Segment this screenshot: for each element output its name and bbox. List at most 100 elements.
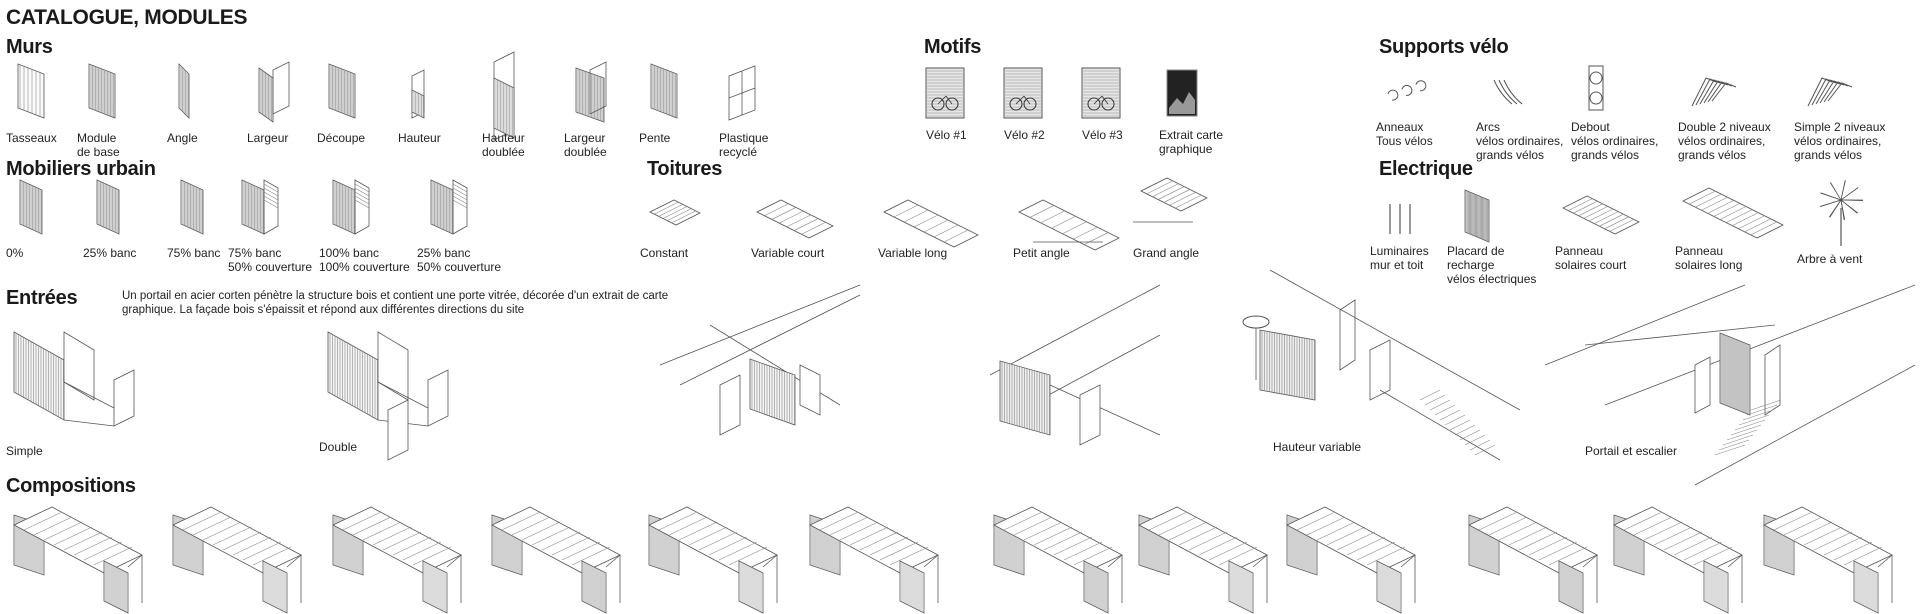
- electric-module-drawing: [1682, 187, 1784, 239]
- motif-drawing: [1081, 67, 1121, 119]
- motif-drawing: [1003, 67, 1043, 119]
- urban-furniture-drawing: [19, 179, 43, 235]
- electric-module-label: Panneau solaires long: [1675, 244, 1743, 272]
- bike-support-label: Debout vélos ordinaires, grands vélos: [1571, 120, 1659, 162]
- entree-site-drawing: [989, 284, 1161, 446]
- roof-drawing: [1018, 199, 1120, 251]
- urban-furniture-label: 0%: [6, 246, 24, 260]
- composition-drawing: [809, 506, 939, 614]
- urban-furniture-drawing: [241, 179, 279, 235]
- composition-drawing: [993, 506, 1123, 614]
- roof-drawing: [883, 199, 979, 248]
- wall-module-drawing: [17, 63, 45, 119]
- roof-label: Petit angle: [1013, 246, 1070, 260]
- wall-module-label: Tasseaux: [6, 131, 57, 145]
- composition-drawing: [13, 506, 143, 614]
- electric-module-label: Placard de recharge vélos électriques: [1447, 244, 1537, 286]
- entrees-description: Un portail en acier corten pénètre la st…: [122, 290, 669, 316]
- urban-furniture-label: 25% banc: [83, 246, 137, 260]
- composition-drawing: [491, 506, 621, 614]
- wall-module-drawing: [650, 63, 678, 119]
- roof-label: Grand angle: [1133, 246, 1200, 260]
- urban-furniture-label: 75% banc: [167, 246, 221, 260]
- composition-drawing: [1468, 506, 1598, 614]
- electric-module-label: Panneau solaires court: [1555, 244, 1627, 272]
- composition-drawing: [1286, 506, 1416, 614]
- urban-furniture-label: 100% banc 100% couverture: [319, 246, 410, 274]
- composition-drawing: [1138, 506, 1268, 614]
- bike-support-drawing: [1807, 77, 1853, 107]
- entree-label: Simple: [6, 444, 43, 458]
- composition-drawing: [1763, 506, 1893, 614]
- composition-drawing: [648, 506, 778, 614]
- urban-furniture-drawing: [332, 179, 370, 235]
- page-title: CATALOGUE, MODULES: [6, 6, 248, 29]
- wall-module-drawing: [728, 65, 756, 121]
- wall-module-label: Hauteur: [398, 131, 441, 145]
- section-heading-electrique: Electrique: [1379, 158, 1473, 180]
- bike-support-label: Double 2 niveaux vélos ordinaires, grand…: [1678, 120, 1771, 162]
- bike-support-label: Arcs vélos ordinaires, grands vélos: [1476, 120, 1564, 162]
- motif-label: Extrait carte graphique: [1159, 128, 1224, 156]
- wall-module-drawing: [575, 61, 607, 123]
- wall-module-label: Découpe: [317, 131, 366, 145]
- urban-furniture-label: 25% banc 50% couverture: [417, 246, 502, 274]
- roof-drawing: [756, 199, 834, 239]
- section-heading-compositions: Compositions: [6, 475, 136, 497]
- bike-support-drawing: [1493, 79, 1523, 105]
- section-heading-entrees: Entrées: [6, 287, 78, 309]
- urban-furniture-drawing: [430, 179, 468, 235]
- wall-module-drawing: [178, 63, 190, 119]
- entree-label: Hauteur variable: [1273, 440, 1362, 454]
- roof-drawing: [1133, 177, 1208, 223]
- wall-module-label: Largeur: [247, 131, 289, 145]
- motif-label: Vélo #3: [1082, 128, 1123, 142]
- urban-furniture-drawing: [180, 179, 204, 235]
- roof-label: Constant: [640, 246, 689, 260]
- motif-label: Vélo #2: [1004, 128, 1045, 142]
- section-heading-supports-velo: Supports vélo: [1379, 36, 1509, 58]
- roof-label: Variable court: [751, 246, 825, 260]
- electric-module-drawing: [1464, 189, 1490, 243]
- entree-site-drawing: [659, 284, 861, 436]
- section-heading-motifs: Motifs: [924, 36, 982, 58]
- wall-module-label: Plastique recyclé: [719, 131, 769, 159]
- wall-module-label: Module de base: [77, 131, 120, 159]
- motif-drawing: [1166, 69, 1198, 117]
- wall-module-drawing: [328, 63, 356, 119]
- electric-module-label: Arbre à vent: [1797, 252, 1863, 266]
- urban-furniture-drawing: [96, 179, 120, 235]
- wall-module-label: Hauteur doublée: [482, 131, 525, 159]
- section-heading-murs: Murs: [6, 36, 53, 58]
- entree-simple-drawing: [13, 331, 135, 427]
- wall-module-drawing: [88, 63, 116, 119]
- bike-support-drawing: [1387, 80, 1427, 101]
- entree-double-drawing: [327, 331, 449, 461]
- composition-drawing: [332, 506, 462, 614]
- entree-label: Portail et escalier: [1585, 444, 1678, 458]
- bike-support-drawing: [1588, 65, 1604, 111]
- electric-module-drawing: [1389, 204, 1411, 234]
- urban-furniture-label: 75% banc 50% couverture: [228, 246, 313, 274]
- composition-drawing: [1613, 506, 1743, 614]
- composition-drawing: [172, 506, 302, 614]
- wall-module-drawing: [493, 51, 515, 141]
- electric-module-drawing: [1562, 195, 1640, 235]
- electric-module-drawing: [1820, 180, 1864, 246]
- wall-module-drawing: [411, 69, 425, 119]
- wall-module-label: Angle: [167, 131, 198, 145]
- roof-label: Variable long: [878, 246, 948, 260]
- bike-support-label: Simple 2 niveaux vélos ordinaires, grand…: [1794, 120, 1886, 162]
- section-heading-mobiliers: Mobiliers urbain: [6, 158, 156, 180]
- entree-hauteur-variable-drawing: [1242, 269, 1521, 461]
- entree-portail-escalier-drawing: [1544, 284, 1916, 486]
- bike-support-label: Anneaux Tous vélos: [1376, 120, 1433, 148]
- motif-label: Vélo #1: [926, 128, 967, 142]
- entree-label: Double: [319, 440, 358, 454]
- wall-module-label: Largeur doublée: [564, 131, 607, 159]
- wall-module-drawing: [258, 61, 290, 123]
- electric-module-label: Luminaires mur et toit: [1370, 244, 1429, 272]
- bike-support-drawing: [1691, 77, 1737, 107]
- motif-drawing: [925, 67, 965, 119]
- wall-module-label: Pente: [639, 131, 671, 145]
